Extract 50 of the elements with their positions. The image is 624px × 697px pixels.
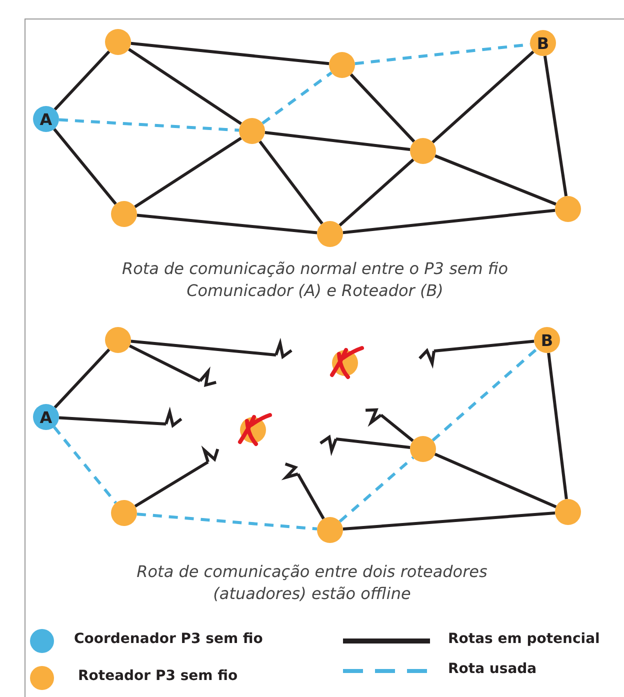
caption: Rota de comunicação normal entre o P3 sem fio Comunicador (A) e Roteador (B) [120, 258, 510, 302]
broken-link-line [284, 462, 325, 520]
legend-label: Roteador P3 sem fio [78, 668, 238, 684]
router-node: B [530, 30, 556, 56]
broken-link-line [134, 448, 220, 508]
caption: Rota de comunicação entre dois roteadores (atuadores) estão offline [136, 561, 488, 605]
used-route-line [58, 118, 240, 132]
used-route-line [338, 456, 414, 523]
route-line [128, 48, 242, 126]
coordinator-node: A [33, 404, 59, 430]
route-line [434, 154, 556, 206]
router-node [239, 118, 265, 144]
router-node [317, 221, 343, 247]
legend-label: Rotas em potencial [448, 631, 600, 647]
route-line [342, 208, 556, 234]
router-node: B [534, 327, 560, 353]
route-line [53, 128, 117, 205]
route-line [350, 73, 416, 143]
router-node [410, 436, 436, 462]
route-line [432, 50, 534, 144]
router-node [105, 29, 131, 55]
router-node [555, 499, 581, 525]
route-line [136, 214, 318, 234]
router-node [111, 201, 137, 227]
route-line [342, 511, 556, 531]
route-line [543, 56, 568, 196]
router-node [317, 517, 343, 543]
route-line [258, 140, 324, 225]
router-node [111, 500, 137, 526]
used-route-line [53, 426, 117, 504]
used-route-line [262, 71, 332, 125]
router-node [329, 52, 355, 78]
used-route-line [136, 512, 318, 530]
route-line [434, 452, 557, 508]
router-node [105, 327, 131, 353]
route-line [547, 352, 568, 500]
broken-link-line [130, 340, 293, 358]
legend-label: Rota usada [448, 661, 537, 677]
legend-label: Coordenador P3 sem fio [74, 631, 263, 647]
broken-link-line [364, 408, 414, 442]
router-node [555, 196, 581, 222]
router-node [410, 138, 436, 164]
route-line [338, 158, 414, 226]
route-line [54, 50, 110, 111]
route-line [264, 131, 410, 151]
broken-link-line [128, 344, 218, 387]
route-line [130, 42, 330, 66]
route-line [54, 348, 110, 409]
route-line [134, 136, 242, 208]
coordinator-node: A [33, 106, 59, 132]
